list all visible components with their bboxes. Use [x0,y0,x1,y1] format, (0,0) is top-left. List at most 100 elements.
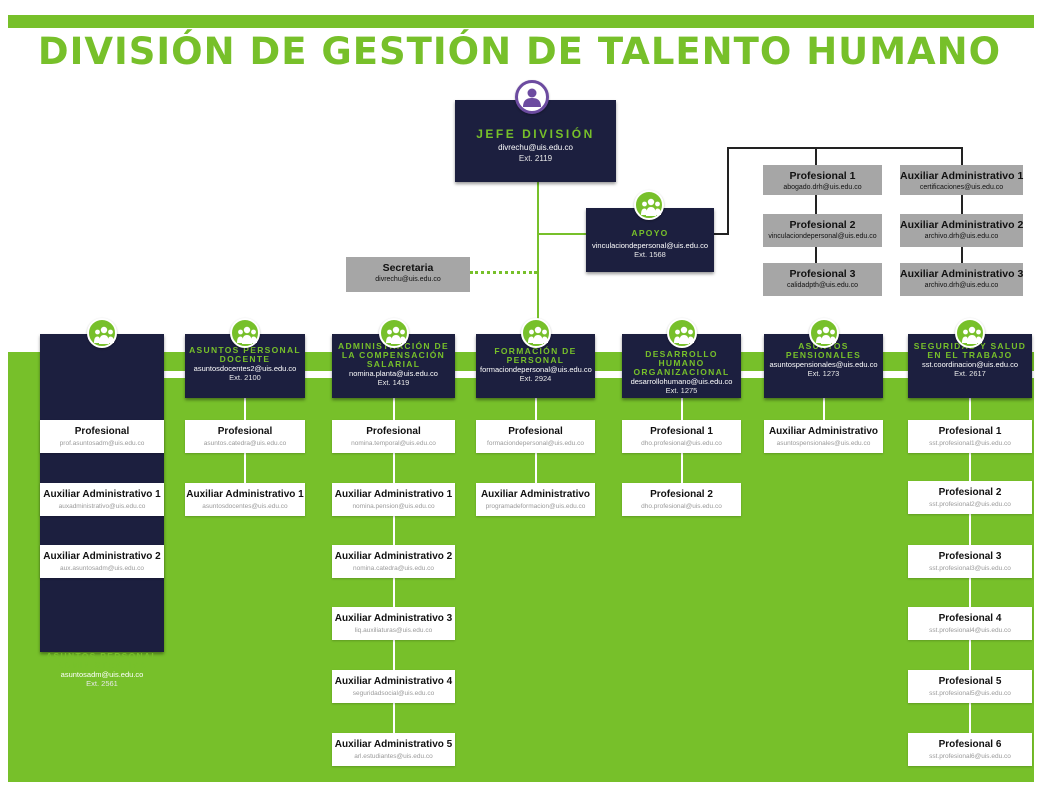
team-icon [230,318,260,348]
top-accent-bar [8,15,1034,28]
staff-role: Auxiliar Administrativo 1 [43,489,161,500]
support-connector-h [713,233,728,235]
staff-email: formaciondepersonal@uis.edu.co [487,440,584,447]
unit-email: asuntospensionales@uis.edu.co [769,360,878,369]
unit-email: formaciondepersonal@uis.edu.co [480,365,592,374]
apoyo-staff-email: calidadpth@uis.edu.co [787,282,858,289]
staff-box: Auxiliar Administrativo 2 nomina.catedra@… [332,545,455,578]
apoyo-connector-line [539,233,587,235]
apoyo-staff-email: vinculaciondepersonal@uis.edu.co [768,233,877,240]
staff-email: nomina.pension@uis.edu.co [352,503,435,510]
staff-email: dho.profesional@uis.edu.co [641,440,722,447]
staff-role: Auxiliar Administrativo 5 [334,739,453,750]
staff-role: Profesional 2 [938,487,1002,498]
staff-email: asuntosdocentes@uis.edu.co [202,503,288,510]
unit-title: FORMACIÓN DE PERSONAL [494,346,577,365]
staff-email: sst.profesional3@uis.edu.co [929,565,1011,572]
team-icon [520,318,551,348]
staff-email: sst.profesional4@uis.edu.co [929,627,1011,634]
staff-role: Auxiliar Administrativo [480,489,591,500]
staff-role: Auxiliar Administrativo 3 [334,613,453,624]
apoyo-staff-role: Auxiliar Administrativo 3 [900,268,1024,280]
staff-email: programadeformacion@uis.edu.co [485,503,586,510]
staff-role: Profesional [508,426,563,437]
staff-box: Profesional 6 sst.profesional6@uis.edu.co [908,733,1032,766]
staff-box: Auxiliar Administrativo programadeformaci… [476,483,595,516]
apoyo-staff-email: archivo.drh@uis.edu.co [924,282,999,289]
unit-email: desarrollohumano@uis.edu.co [630,377,733,386]
head-email: divrechu@uis.edu.co [498,143,573,152]
head-title: JEFE DIVISIÓN [476,127,595,141]
secretaria-role: Secretaria [382,262,434,274]
staff-email: arl.estudiantes@uis.edu.co [354,753,433,760]
apoyo-ext: Ext. 1568 [634,250,666,259]
apoyo-staff-box: Auxiliar Administrativo 2 archivo.drh@ui… [900,214,1023,247]
staff-email: asuntos.catedra@uis.edu.co [203,440,287,447]
staff-box: Profesional 2 sst.profesional2@uis.edu.co [908,481,1032,514]
staff-role: Auxiliar Administrativo [768,426,879,437]
staff-email: sst.profesional2@uis.edu.co [929,501,1011,508]
unit-ext: Ext. 2924 [519,374,552,383]
apoyo-staff-box: Auxiliar Administrativo 1 certificacione… [900,165,1023,195]
staff-role: Profesional 1 [938,426,1002,437]
staff-connector-line [822,398,825,425]
unit-email: asuntosadm@uis.edu.co [60,670,144,679]
support-connector-top [727,147,962,149]
unit-email: nomina.planta@uis.edu.co [349,369,438,378]
unit-ext: Ext. 1419 [377,378,410,387]
unit-ext: Ext. 1275 [665,386,698,395]
staff-email: sst.profesional6@uis.edu.co [929,753,1011,760]
staff-role: Profesional 2 [650,489,713,500]
apoyo-staff-box: Profesional 3 calidadpth@uis.edu.co [763,263,882,296]
staff-role: Profesional [217,426,273,437]
staff-email: sst.profesional1@uis.edu.co [929,440,1011,447]
secretaria-dotted-line [470,271,537,274]
head-box: JEFE DIVISIÓN divrechu@uis.edu.co Ext. 2… [455,100,616,182]
apoyo-staff-email: archivo.drh@uis.edu.co [924,233,999,240]
staff-role: Auxiliar Administrativo 4 [334,676,453,687]
unit-email: asuntosdocentes2@uis.edu.co [193,364,297,373]
apoyo-staff-role: Auxiliar Administrativo 2 [900,219,1024,231]
staff-role: Profesional 3 [938,551,1002,562]
team-icon [955,318,985,348]
staff-email: prof.asuntosadm@uis.edu.co [59,440,145,447]
apoyo-staff-email: certificaciones@uis.edu.co [919,184,1004,191]
unit-ext: Ext. 2617 [954,369,986,378]
unit-ext: Ext. 2100 [229,373,261,382]
staff-box: Profesional 1 sst.profesional1@uis.edu.co [908,420,1032,453]
unit-title: ASUNTOS PERSONAL DOCENTE [189,345,301,364]
staff-role: Auxiliar Administrativo 2 [334,551,453,562]
staff-box: Profesional 3 sst.profesional3@uis.edu.co [908,545,1032,578]
secretaria-email: divrechu@uis.edu.co [375,276,441,283]
support-drop-1 [815,147,817,165]
staff-box: Profesional formaciondepersonal@uis.edu.c… [476,420,595,453]
apoyo-staff-role: Profesional 3 [789,268,856,280]
staff-role: Auxiliar Administrativo 1 [186,489,304,500]
page-title: DIVISIÓN DE GESTIÓN DE TALENTO HUMANO [37,30,1002,73]
apoyo-staff-role: Auxiliar Administrativo 1 [900,170,1024,182]
unit-email: sst.coordinacion@uis.edu.co [922,360,1018,369]
unit-ext: Ext. 1273 [807,369,840,378]
apoyo-staff-role: Profesional 2 [789,219,856,231]
team-icon [378,318,409,348]
staff-box: Profesional asuntos.catedra@uis.edu.co [185,420,305,453]
staff-email: seguridadsocial@uis.edu.co [352,690,435,697]
staff-email: dho.profesional@uis.edu.co [641,503,722,510]
team-icon [666,318,697,348]
staff-email: nomina.catedra@uis.edu.co [352,565,435,572]
staff-box: Auxiliar Administrativo 1 asuntosdocentes… [185,483,305,516]
staff-email: aux.asuntosadm@uis.edu.co [60,565,144,572]
team-icon [87,318,117,348]
unit-title: DESARROLLO HUMANO ORGANIZACIONAL [633,349,730,377]
person-icon [515,80,549,114]
apoyo-email: vinculaciondepersonal@uis.edu.co [591,241,709,250]
support-connector-v [727,147,729,235]
staff-role: Profesional 6 [938,739,1002,750]
